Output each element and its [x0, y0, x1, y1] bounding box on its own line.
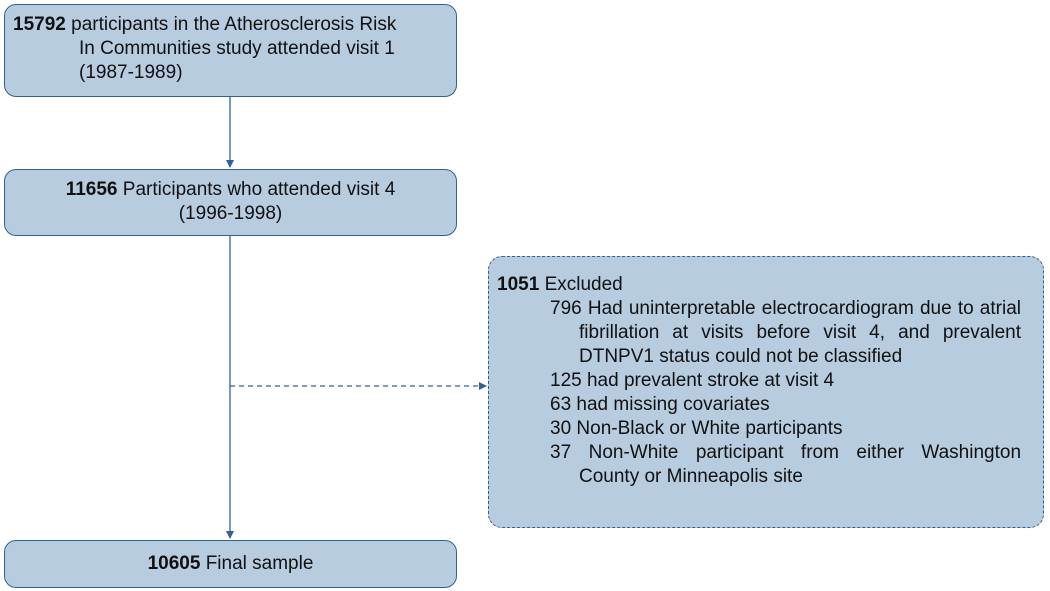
- excluded-item: 125 had prevalent stroke at visit 4: [550, 369, 1021, 393]
- excluded-item: 63 had missing covariates: [550, 393, 1021, 417]
- excluded-item-text: had prevalent stroke at visit 4: [586, 370, 835, 391]
- final-sample-box: 10605 Final sample: [4, 540, 457, 588]
- enrollment-text-line3: (1987-1989): [79, 62, 183, 83]
- excluded-count: 1051: [497, 274, 540, 295]
- visit4-text-line2: (1996-1998): [178, 203, 283, 224]
- excluded-box: 1051 Excluded 796 Had uninterpretable el…: [488, 256, 1044, 528]
- excluded-item: 30 Non-Black or White participants: [550, 417, 1021, 441]
- excluded-item-count: 125: [550, 370, 582, 391]
- visit4-text-line1: Participants who attended visit 4: [122, 179, 396, 200]
- excluded-label: Excluded: [544, 274, 623, 295]
- excluded-item-count: 63: [550, 394, 572, 415]
- excluded-list: 796 Had uninterpretable electrocardiogra…: [497, 297, 1021, 489]
- excluded-item-count: 30: [550, 418, 572, 439]
- excluded-item-count: 796: [550, 298, 582, 319]
- excluded-item: 796 Had uninterpretable electrocardiogra…: [550, 297, 1021, 369]
- excluded-item-text: Non-Black or White participants: [576, 418, 843, 439]
- enrollment-text-line1: participants in the Atherosclerosis Risk: [71, 14, 397, 35]
- visit4-box: 11656 Participants who attended visit 4 …: [4, 169, 457, 236]
- visit4-count: 11656: [65, 179, 118, 200]
- excluded-item-count: 37: [550, 442, 572, 463]
- excluded-item: 37 Non-White participant from either Was…: [550, 441, 1021, 489]
- excluded-item-text: had missing covariates: [576, 394, 770, 415]
- enrollment-box: 15792 participants in the Atherosclerosi…: [4, 4, 457, 97]
- enrollment-text-line2: In Communities study attended visit 1: [79, 38, 395, 59]
- excluded-item-text: Non-White participant from either Washin…: [579, 442, 1022, 487]
- final-label: Final sample: [205, 553, 314, 574]
- enrollment-count: 15792: [13, 14, 66, 35]
- excluded-item-text: Had uninterpretable electrocardiogram du…: [579, 298, 1021, 367]
- final-count: 10605: [147, 553, 201, 574]
